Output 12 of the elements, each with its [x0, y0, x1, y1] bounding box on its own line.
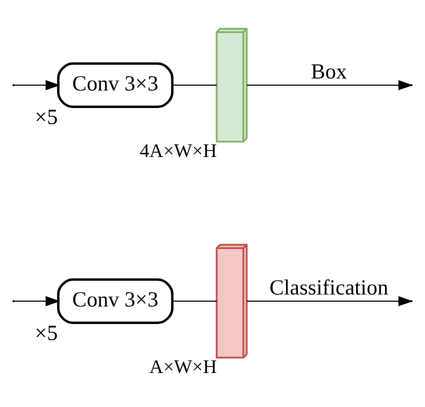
arrow — [14, 80, 60, 90]
edge-label: Box — [310, 58, 347, 83]
node-label: 4A×W×H — [140, 140, 217, 162]
arrow — [14, 296, 60, 306]
connector — [172, 84, 217, 86]
node-label: ×5 — [34, 104, 58, 129]
connector — [172, 300, 217, 302]
edge-label: Classification — [270, 274, 388, 299]
node-box: Conv 3×3 — [57, 278, 174, 324]
node-label: A×W×H — [149, 356, 217, 378]
node-box: Conv 3×3 — [57, 62, 174, 108]
node-label: ×5 — [34, 320, 58, 345]
